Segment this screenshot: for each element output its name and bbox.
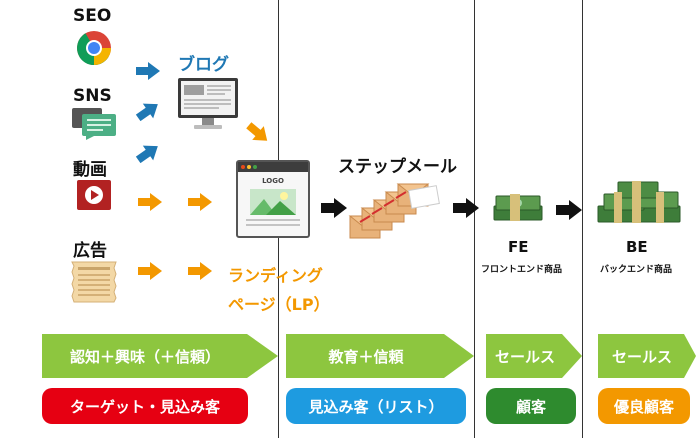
- stage-label-1: 認知＋興味（＋信頼）: [69, 347, 220, 366]
- stage-arrow-4: セールス: [598, 334, 696, 378]
- arrow-black-2: [453, 198, 479, 218]
- money-stack-large-icon: [597, 181, 681, 223]
- stage-label-3: セールス: [494, 347, 555, 366]
- envelopes-icon: [348, 183, 440, 239]
- stage-label-4: セールス: [611, 347, 672, 366]
- ad-label: 広告: [73, 241, 107, 261]
- video-play-icon: [77, 180, 111, 210]
- stage-label-2: 教育＋信頼: [328, 347, 404, 366]
- arrow-blue-1: [136, 62, 160, 80]
- seo-label: SEO: [73, 6, 112, 26]
- chrome-icon: [77, 31, 111, 65]
- arrow-blue-3: [135, 145, 158, 164]
- stage-arrow-3: セールス: [486, 334, 582, 378]
- step-mail-label: ステップメール: [338, 157, 457, 177]
- landing-page-icon: LOGO: [236, 160, 310, 238]
- arrow-orange-ad-2: [188, 262, 212, 280]
- arrow-black-1: [321, 198, 347, 218]
- customer-pill-prospect-list: 見込み客（リスト）: [286, 388, 466, 424]
- be-subtitle: バックエンド商品: [600, 265, 673, 275]
- customer-pill-premium: 優良顧客: [598, 388, 690, 424]
- monitor-icon: [178, 78, 238, 129]
- arrow-blue-2: [135, 103, 158, 122]
- sns-label: SNS: [73, 86, 112, 106]
- fe-subtitle: フロントエンド商品: [481, 265, 563, 275]
- landing-page-label-line1: ランディング: [228, 266, 323, 285]
- stage-arrow-1: 認知＋興味（＋信頼）: [42, 334, 278, 378]
- arrow-orange-ad-1: [138, 262, 162, 280]
- money-stack-small-icon: [493, 194, 543, 221]
- be-title: BE: [626, 238, 648, 256]
- newspaper-icon: [71, 261, 117, 303]
- landing-page-label-line2: ページ（LP）: [228, 295, 330, 314]
- customer-pill-customer: 顧客: [486, 388, 576, 424]
- separator-3: [582, 0, 583, 438]
- stage-arrow-2: 教育＋信頼: [286, 334, 474, 378]
- arrow-orange-video-1: [138, 193, 162, 211]
- customer-pill-target: ターゲット・見込み客: [42, 388, 248, 424]
- separator-2: [474, 0, 475, 438]
- blog-label: ブログ: [178, 55, 229, 75]
- chat-icon: [72, 108, 116, 140]
- arrow-black-3: [556, 200, 582, 220]
- arrow-orange-blog-lp: [246, 122, 268, 141]
- landscape-image-icon: [250, 189, 296, 215]
- arrow-orange-video-2: [188, 193, 212, 211]
- lp-logo-text: LOGO: [262, 177, 284, 185]
- fe-title: FE: [508, 238, 529, 256]
- video-label: 動画: [73, 160, 107, 180]
